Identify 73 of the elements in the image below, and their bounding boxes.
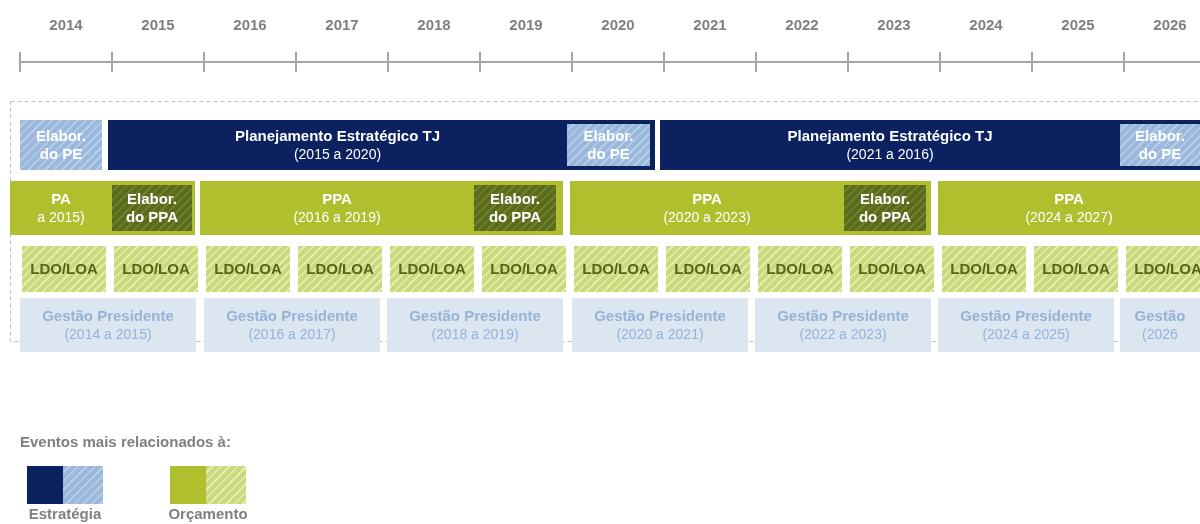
period-text: (2016 a 2019) [292, 208, 382, 226]
ppa-prep-bar: Elabor. do PPA [112, 185, 192, 231]
ppa-bar [10, 181, 195, 235]
year-label: 2025 [1060, 16, 1096, 33]
bar-title: PPA [691, 190, 723, 208]
bar-title: Planejamento Estratégico TJ [233, 127, 442, 145]
bar-title: Gestão Presidente [42, 307, 174, 325]
ppa-prep-bar: Elabor. do PPA [844, 185, 926, 231]
period-text: (2018 a 2019) [431, 325, 519, 343]
strategic-plan-bar [660, 120, 1200, 170]
presidency-term-bar [20, 298, 196, 352]
period-text: (2021 a 2016) [845, 145, 935, 163]
ppa-bar [570, 181, 931, 235]
year-label: 2018 [416, 16, 452, 33]
plan-prep-bar: Elabor. do PE [1120, 124, 1200, 166]
strategic-plan-bar [108, 120, 655, 170]
period-text: (2014 a 2015) [64, 325, 152, 343]
period-text: (2024 a 2025) [982, 325, 1070, 343]
bar-title: PPA [321, 190, 353, 208]
period-text: (2020 a 2021) [616, 325, 704, 343]
period-text: (2026 [1142, 325, 1178, 343]
legend-label: Estratégia [27, 505, 103, 522]
bar-title: Gestão Presidente [777, 307, 909, 325]
year-label: 2014 [48, 16, 84, 33]
period-text: (2016 a 2017) [248, 325, 336, 343]
budget-law-bar: LDO/LOA [666, 246, 750, 292]
bar-title: Gestão Presidente [594, 307, 726, 325]
presidency-term-bar [938, 298, 1114, 352]
bar-title: PPA [1054, 190, 1084, 208]
budget-law-bar: LDO/LOA [942, 246, 1026, 292]
budget-law-bar: LDO/LOA [206, 246, 290, 292]
year-label: 2015 [140, 16, 176, 33]
period-text: (2020 a 2023) [662, 208, 752, 226]
budget-law-bar: LDO/LOA [390, 246, 474, 292]
year-label: 2023 [876, 16, 912, 33]
ppa-bar [938, 181, 1200, 235]
ppa-prep-bar: Elabor. do PPA [474, 185, 556, 231]
budget-law-bar: LDO/LOA [114, 246, 198, 292]
bar-title: PA [50, 190, 72, 208]
budget-law-bar: LDO/LOA [298, 246, 382, 292]
year-label: 2022 [784, 16, 820, 33]
period-text: (2024 a 2027) [1025, 208, 1113, 226]
year-label: 2017 [324, 16, 360, 33]
budget-law-bar: LDO/LOA [482, 246, 566, 292]
period-text: (2022 a 2023) [799, 325, 887, 343]
budget-law-bar: LDO/LOA [574, 246, 658, 292]
bar-title: Planejamento Estratégico TJ [786, 127, 994, 145]
year-label: 2020 [600, 16, 636, 33]
budget-law-bar: LDO/LOA [1034, 246, 1118, 292]
legend-title: Eventos mais relacionados à: [20, 433, 231, 450]
year-label: 2019 [508, 16, 544, 33]
bar-title: Gestão Presidente [226, 307, 358, 325]
plan-prep-bar: Elabor. do PE [567, 124, 650, 166]
presidency-term-bar [1120, 298, 1200, 352]
budget-law-bar: LDO/LOA [758, 246, 842, 292]
plan-prep-bar: Elabor. do PE [20, 120, 102, 170]
bar-title: Gestão Presidente [960, 307, 1092, 325]
presidency-term-bar [387, 298, 563, 352]
budget-law-bar: LDO/LOA [850, 246, 934, 292]
presidency-term-bar [572, 298, 748, 352]
year-label: 2021 [692, 16, 728, 33]
ppa-bar [200, 181, 563, 235]
period-text: (2015 a 2020) [292, 145, 383, 163]
year-label: 2024 [968, 16, 1004, 33]
presidency-term-bar [755, 298, 931, 352]
period-text: a 2015) [36, 208, 86, 226]
year-label: 2016 [232, 16, 268, 33]
bar-title: Gestão Presidente [409, 307, 541, 325]
budget-law-bar: LDO/LOA [22, 246, 106, 292]
year-label: 2026 [1152, 16, 1188, 33]
bar-title: Gestão [1134, 307, 1186, 325]
presidency-term-bar [204, 298, 380, 352]
legend-label: Orçamento [167, 505, 249, 522]
